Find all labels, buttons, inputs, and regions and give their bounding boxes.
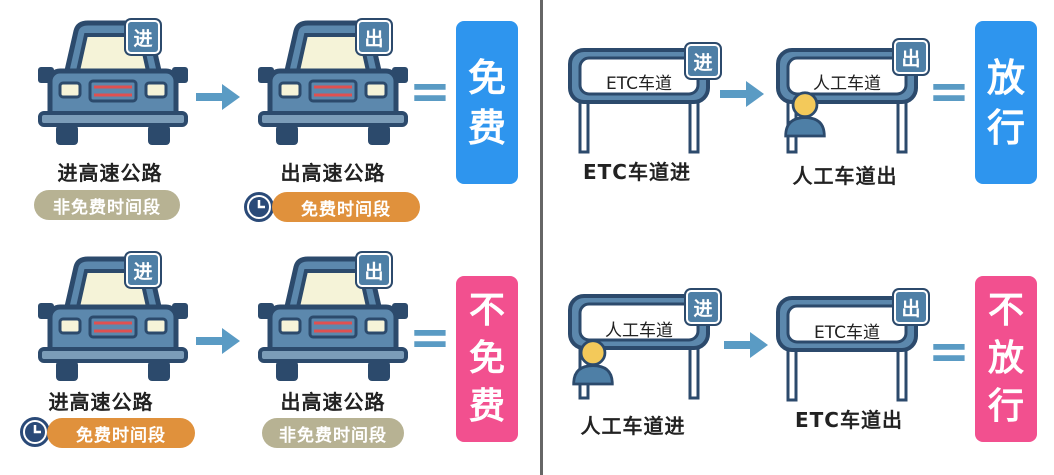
result-char: 行 [986,105,1025,150]
arrow-right-icon [196,84,240,110]
exit-highway-caption: 出高速公路 [280,161,386,185]
arrow-right-icon [724,332,768,358]
free-period-pill: 免费时间段 [47,418,195,448]
non-free-period-pill: 非免费时间段 [34,190,180,220]
result-char: 行 [987,386,1024,427]
enter-highway-caption: 进高速公路 [48,390,154,414]
etc-lane-enter-caption: ETC车道进 [583,160,691,184]
result-char: 不 [468,290,505,331]
clock-icon [18,415,52,449]
arrow-right-icon [196,328,240,354]
result-not-free: 不 免 费 [456,276,518,442]
exit-badge: 出 [894,40,928,74]
car-icon [38,253,188,383]
result-char: 费 [468,386,505,427]
person-icon [782,88,828,138]
exit-highway-caption: 出高速公路 [280,390,386,414]
center-divider [540,0,543,475]
lane-sign-text: ETC车道 [606,74,672,94]
result-char: 放 [987,338,1024,379]
exit-badge: 出 [357,20,391,54]
person-icon [570,336,616,386]
enter-badge: 进 [126,20,160,54]
result-no-pass: 不 放 行 [975,276,1037,442]
lane-sign-text: 人工车道 [813,74,881,94]
equals-sign: = [928,322,970,380]
enter-badge: 进 [126,253,160,287]
exit-badge: 出 [894,290,928,324]
result-char: 费 [467,105,506,150]
non-free-period-pill: 非免费时间段 [262,418,404,448]
etc-lane-exit-caption: ETC车道出 [795,408,903,432]
free-period-pill: 免费时间段 [272,192,420,222]
lane-sign-text: ETC车道 [814,323,880,343]
car-icon [38,17,188,147]
result-char: 免 [468,338,505,379]
enter-badge: 进 [686,44,720,78]
exit-badge: 出 [357,253,391,287]
lane-sign-text: 人工车道 [605,321,673,341]
enter-highway-caption: 进高速公路 [57,161,163,185]
equals-sign: = [409,308,451,366]
clock-icon [242,190,276,224]
result-free: 免 费 [456,21,518,184]
result-pass: 放 行 [975,21,1037,184]
equals-sign: = [928,62,970,120]
result-char: 免 [467,55,506,100]
arrow-right-icon [720,81,764,107]
result-char: 放 [986,55,1025,100]
manual-lane-enter-caption: 人工车道进 [580,414,686,438]
manual-lane-exit-caption: 人工车道出 [792,164,898,188]
enter-badge: 进 [686,290,720,324]
result-char: 不 [987,290,1024,331]
equals-sign: = [409,62,451,120]
